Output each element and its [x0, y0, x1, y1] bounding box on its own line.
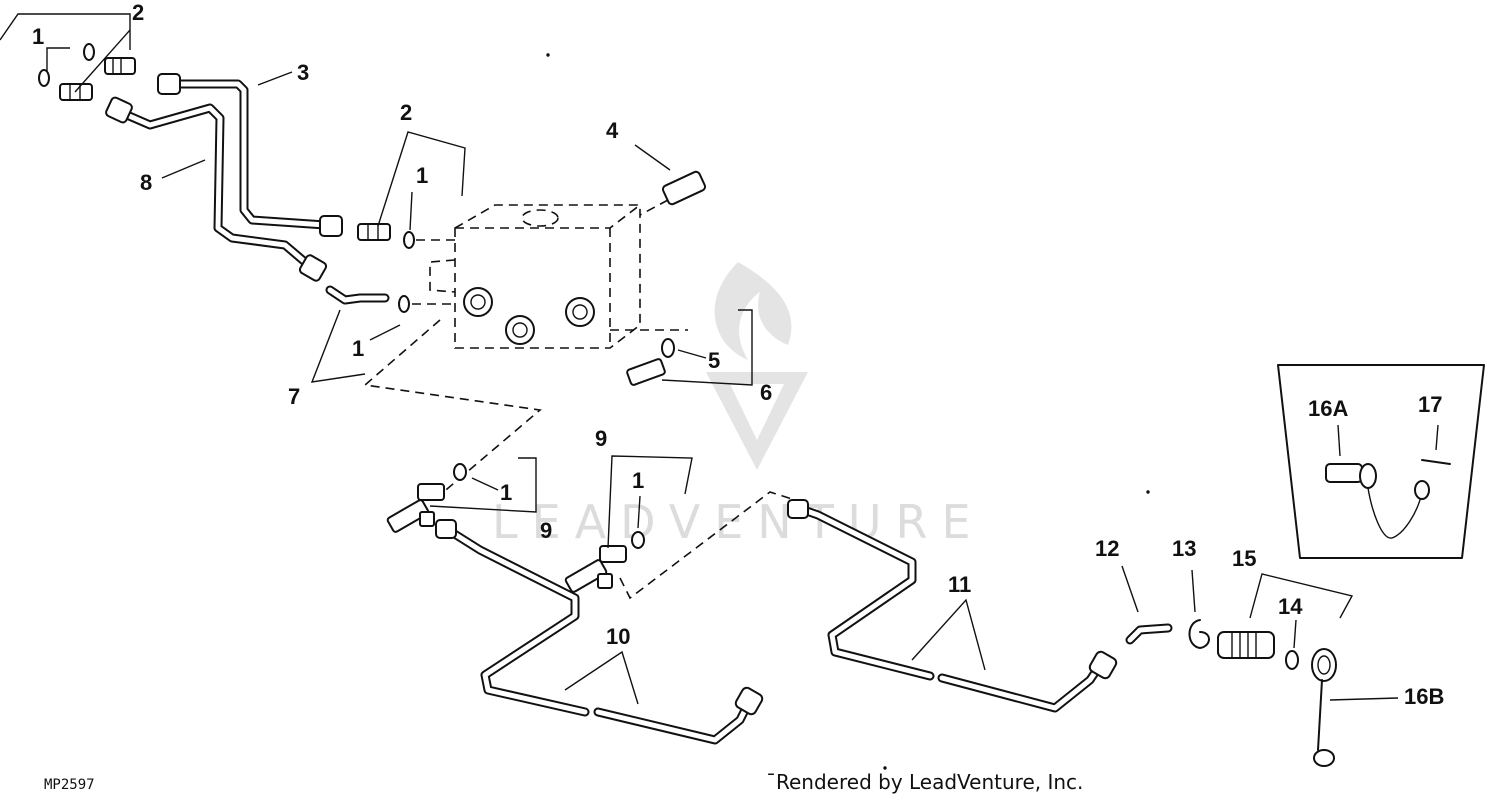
plug-with-chain-icon	[1325, 459, 1451, 539]
inset-box: 16A 17	[1277, 364, 1485, 559]
callout-label: 15	[1232, 546, 1256, 571]
callout-label: 12	[1095, 536, 1119, 561]
callout-label: 4	[606, 118, 619, 143]
callout-label: 5	[708, 348, 720, 373]
callout-label: 3	[297, 60, 309, 85]
callout-label: 10	[606, 624, 630, 649]
inset-label-17: 17	[1418, 392, 1442, 417]
watermark-text: LEADVENTURE	[492, 495, 985, 549]
tee-fitting-icon	[564, 545, 627, 593]
plug-icon	[661, 170, 707, 206]
top-left-cluster: 2 1 3 8	[0, 0, 343, 282]
callout-label: 1	[500, 480, 512, 505]
callout-label: 6	[760, 380, 772, 405]
tube-11: 11	[787, 499, 1118, 713]
inset-label-16a: 16A	[1308, 396, 1348, 421]
callout-label: 8	[140, 170, 152, 195]
callout-label: 9	[540, 518, 552, 543]
valve-block: 2 1 1 7 4 5 6	[288, 100, 772, 496]
callout-label: 1	[352, 336, 364, 361]
document-code: MP2597	[44, 777, 95, 793]
watermark-logo-icon	[706, 262, 808, 470]
tube-10: 10	[435, 519, 764, 745]
tee-fittings: 1 9 1 9	[386, 426, 796, 600]
tube-3	[165, 79, 330, 230]
coupler-group: 12 13 15 14 16B	[1095, 536, 1444, 767]
render-credit: ¯Rendered by LeadVenture, Inc.	[766, 770, 1084, 794]
callout-label: 1	[32, 24, 44, 49]
callout-label: 9	[595, 426, 607, 451]
callout-label: 14	[1278, 594, 1303, 619]
callout-label: 11	[948, 572, 971, 597]
watermark: LEADVENTURE	[492, 262, 985, 549]
callout-label: 7	[288, 384, 300, 409]
coupler-icon	[1217, 631, 1275, 659]
dust-cap-icon	[1311, 648, 1337, 767]
callout-label: 16B	[1404, 684, 1444, 709]
callout-label: 1	[416, 163, 428, 188]
callout-label: 2	[132, 0, 144, 25]
fitting-icon	[59, 83, 93, 101]
callout-label: 13	[1172, 536, 1196, 561]
callout-label: 1	[632, 468, 644, 493]
fitting-icon	[104, 57, 136, 75]
callout-label: 2	[400, 100, 412, 125]
tee-fitting-icon	[386, 483, 445, 533]
